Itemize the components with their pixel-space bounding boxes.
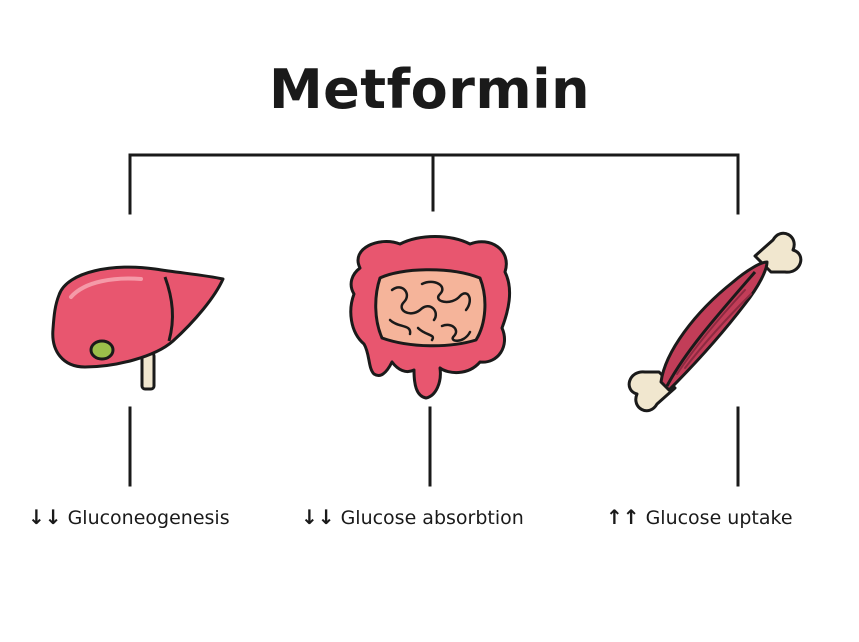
decrease-arrows-icon: ↓↓ [301,505,335,529]
muscle-icon [615,222,815,422]
increase-arrows-icon: ↑↑ [606,505,640,529]
effect-label: Gluconeogenesis [68,507,230,529]
decrease-arrows-icon: ↓↓ [28,505,62,529]
liver-icon [45,255,230,395]
effect-glucose-absorption: ↓↓ Glucose absorbtion [301,505,524,529]
intestine-icon [340,228,520,408]
effect-gluconeogenesis: ↓↓ Gluconeogenesis [28,505,230,529]
effect-label: Glucose absorbtion [341,507,524,529]
effect-label: Glucose uptake [646,507,793,529]
effect-glucose-uptake: ↑↑ Glucose uptake [606,505,793,529]
